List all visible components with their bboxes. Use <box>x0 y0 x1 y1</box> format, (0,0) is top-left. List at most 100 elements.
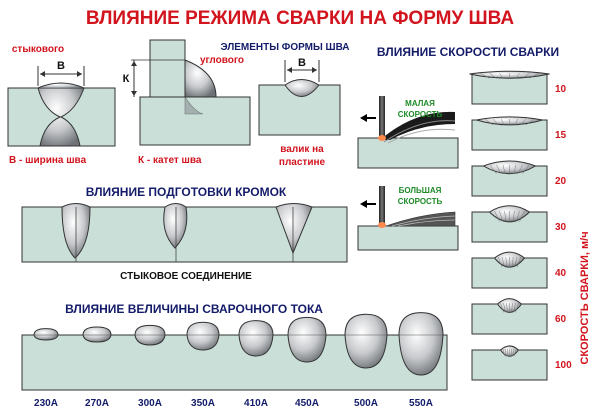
leg-caption: К - катет шва <box>138 155 202 166</box>
current-bead <box>238 320 274 357</box>
poster-title: ВЛИЯНИЕ РЕЖИМА СВАРКИ НА ФОРМУ ШВА <box>86 8 515 29</box>
current-value: 450А <box>295 398 319 409</box>
butt-joint-caption: СТЫКОВОЕ СОЕДИНЕНИЕ <box>120 271 252 282</box>
speed-bead-ridge <box>519 210 525 222</box>
current-value: 300А <box>138 398 162 409</box>
speed-bead-ridge <box>529 72 540 79</box>
speed-bead-ridge <box>512 348 515 357</box>
speed-bead-ridge <box>522 164 530 174</box>
leg-letter: К <box>123 73 130 85</box>
current-item: 300А <box>134 324 166 409</box>
butt-weld-section <box>7 66 116 147</box>
current-value: 410А <box>244 398 268 409</box>
fillet-weld-label: углового <box>200 55 244 66</box>
edge-prep-section <box>21 203 348 263</box>
speed-bead-ridge <box>514 256 518 268</box>
speed-value: 100 <box>555 360 572 371</box>
current-item: 550А <box>398 312 444 409</box>
speed-bead-ridge <box>504 210 507 222</box>
speed-bead-ridge <box>511 302 513 313</box>
speed-item: 20 <box>471 160 567 197</box>
speed-bead-ridge <box>516 256 521 268</box>
speed-bead-ridge <box>502 348 506 357</box>
speed-item: 10 <box>469 70 567 105</box>
high-speed-panel <box>357 186 459 251</box>
speed-bead-ridge <box>511 256 514 268</box>
current-value: 270А <box>85 398 109 409</box>
partial-bevel-bead <box>163 203 188 249</box>
bead-caption-line1: валик на <box>280 144 324 155</box>
speed-bead-ridge <box>514 118 518 126</box>
fillet-weld-section <box>131 39 251 146</box>
current-value: 350А <box>191 398 215 409</box>
current-item: 350А <box>186 321 220 409</box>
speed-heading: ВЛИЯНИЕ СКОРОСТИ СВАРКИ <box>377 45 559 59</box>
current-bead-row: 230А 270А 300А 350А 410А 450А 500А 550А <box>33 312 444 409</box>
speed-bead-ridge <box>520 118 527 126</box>
speed-bead-ridge <box>499 72 504 79</box>
speed-bead-ridge <box>479 72 490 79</box>
speed-item: 40 <box>471 251 567 289</box>
speed-plate <box>471 73 548 105</box>
speed-item: 60 <box>471 298 567 335</box>
elements-heading: ЭЛЕМЕНТЫ ФОРМЫ ШВА <box>220 42 349 53</box>
current-bead <box>33 328 59 341</box>
speed-bead-ridge <box>510 348 512 357</box>
speed-bead-ridge <box>498 256 503 268</box>
speed-bead-ridge <box>512 210 515 222</box>
speed-item: 15 <box>471 116 567 151</box>
speed-bead-ridge <box>489 72 497 79</box>
speed-value: 20 <box>555 176 567 187</box>
current-bead <box>186 321 220 351</box>
speed-bead-ridge <box>505 256 508 268</box>
v-bevel-bead <box>275 203 313 255</box>
speed-value: 60 <box>555 314 567 325</box>
width-letter-2: B <box>298 57 306 69</box>
speed-value: 15 <box>555 130 567 141</box>
edge-prep-heading: ВЛИЯНИЕ ПОДГОТОВКИ КРОМОК <box>86 185 287 199</box>
low-speed-label-2: СКОРОСТЬ <box>398 110 443 119</box>
speed-bead-ridge <box>502 164 506 174</box>
speed-bead-ridge <box>496 164 502 174</box>
speed-bead-ridge <box>513 164 517 174</box>
speed-bead-ridge <box>517 164 523 174</box>
speed-bead-ridge <box>515 210 520 222</box>
speed-bead-ridge <box>522 72 530 79</box>
speed-bead-ridge <box>500 302 504 313</box>
speed-bead-ridge <box>489 164 497 174</box>
width-caption: B - ширина шва <box>9 155 87 166</box>
current-item: 450А <box>287 316 327 409</box>
speed-axis-label: СКОРОСТЬ СВАРКИ, м/ч <box>579 231 591 364</box>
bead-caption-line2: пластине <box>279 157 326 168</box>
speed-bead-ridge <box>484 118 494 126</box>
speed-bead-ridge <box>507 348 509 357</box>
speed-bead-ridge <box>515 72 520 79</box>
speed-bead-ridge <box>492 118 499 126</box>
speed-bead-ridge <box>494 210 500 222</box>
current-item: 500А <box>344 313 388 409</box>
current-item: 410А <box>238 320 274 409</box>
current-heading: ВЛИЯНИЕ ВЕЛИЧИНЫ СВАРОЧНОГО ТОКА <box>65 302 323 316</box>
speed-bead-ridge <box>513 302 516 313</box>
current-bead <box>82 326 112 343</box>
current-bead <box>287 316 327 363</box>
current-value: 500А <box>354 398 378 409</box>
speed-bead-ridge <box>525 118 535 126</box>
butt-weld-label: стыкового <box>12 44 64 55</box>
speed-bead-ridge <box>503 302 506 313</box>
speed-bead-ridge <box>501 118 505 126</box>
high-speed-label-1: БОЛЬШАЯ <box>399 186 442 195</box>
bead-on-plate-section <box>258 60 341 136</box>
current-bead <box>398 312 444 376</box>
high-speed-label-2: СКОРОСТЬ <box>398 197 443 206</box>
speed-item: 100 <box>471 345 572 381</box>
current-item: 230А <box>33 328 59 409</box>
speed-value: 40 <box>555 268 567 279</box>
low-speed-label-1: МАЛАЯ <box>405 99 435 108</box>
current-value: 230А <box>34 398 58 409</box>
speed-item: 30 <box>471 205 567 243</box>
speed-bead-ridge <box>499 210 504 222</box>
speed-value: 10 <box>555 84 567 95</box>
